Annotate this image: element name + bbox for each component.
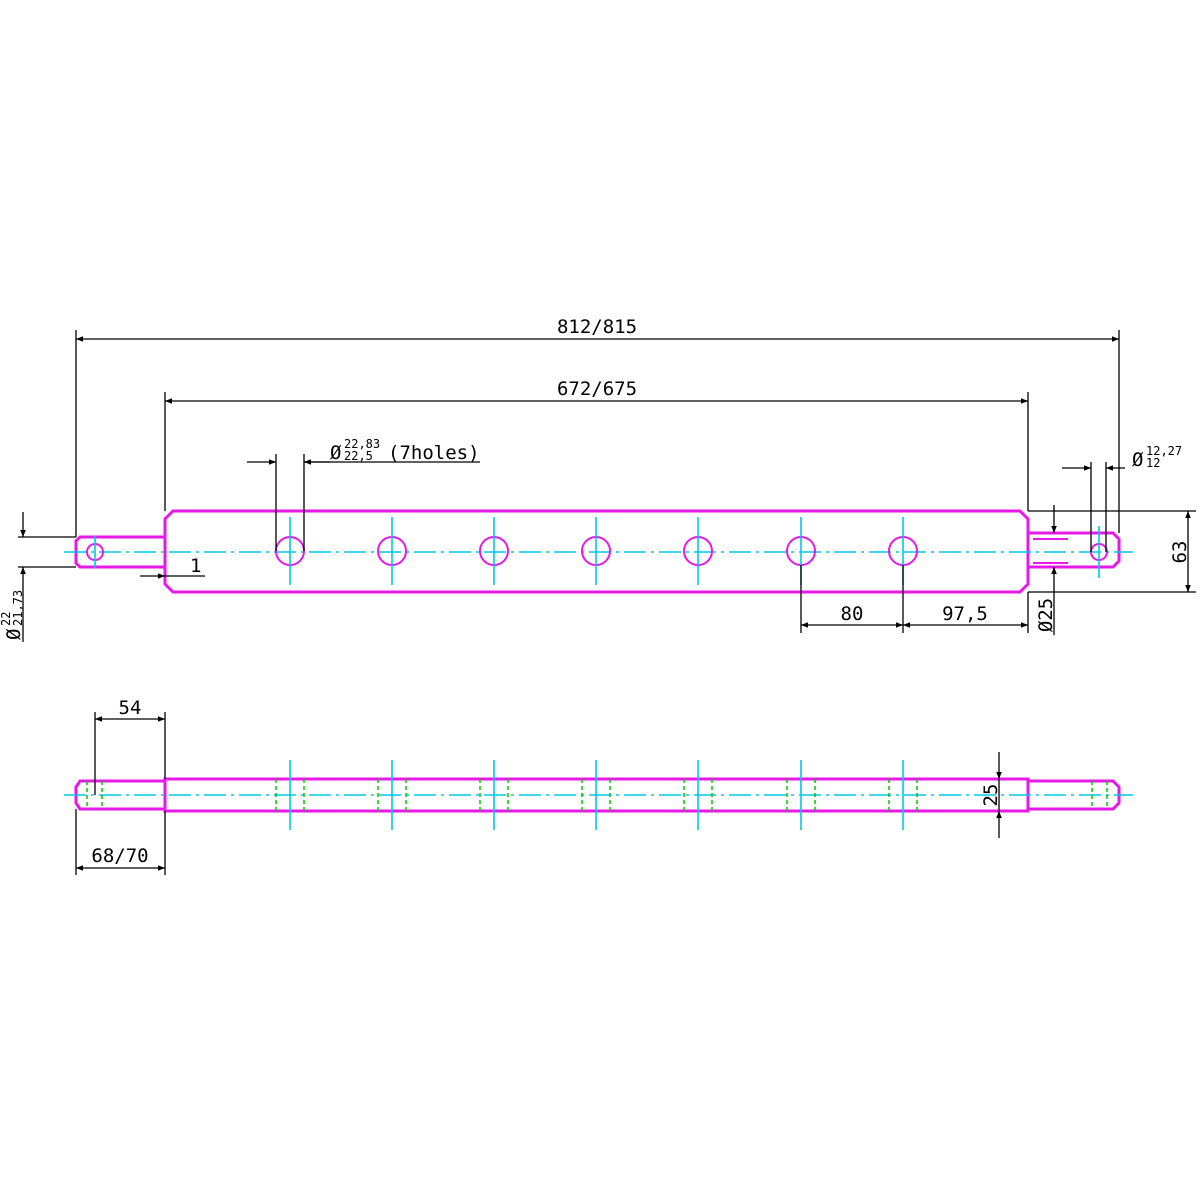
thickness-label: 25 bbox=[980, 784, 1002, 807]
hole-count-note: (7holes) bbox=[388, 442, 480, 464]
small-hole-lower: 12 bbox=[1146, 456, 1160, 470]
hole bbox=[479, 517, 509, 585]
dim-small-hole: Ø 12,27 12 bbox=[1062, 444, 1182, 552]
dim-right-pin: Ø25 bbox=[1035, 505, 1057, 635]
holes bbox=[275, 517, 918, 585]
overall-length-label: 812/815 bbox=[557, 316, 637, 338]
height-label: 63 bbox=[1169, 541, 1191, 564]
hole bbox=[683, 517, 713, 585]
left-pin-lower: 21,73 bbox=[11, 590, 25, 626]
end-hole-offset-label: 97,5 bbox=[942, 603, 988, 625]
top-view: 812/815 672/675 Ø 22,83 22,5 (7holes) bbox=[0, 316, 1196, 642]
hole-diameter-symbol: Ø bbox=[330, 442, 342, 464]
hole-diameter-upper: 22,83 bbox=[344, 437, 380, 451]
hole bbox=[275, 517, 305, 585]
hole bbox=[581, 517, 611, 585]
dim-hole-diameter: Ø 22,83 22,5 (7holes) bbox=[247, 437, 480, 551]
hole-pitch-label: 80 bbox=[841, 603, 864, 625]
hole-diameter-lower: 22,5 bbox=[344, 449, 373, 463]
shoulder-label: 1 bbox=[190, 555, 201, 577]
side-hole-centers bbox=[289, 760, 904, 830]
body-length-label: 672/675 bbox=[557, 378, 637, 400]
side-hidden-holes bbox=[86, 779, 1108, 811]
bar-body-outline bbox=[163, 509, 1030, 594]
side-body-outline bbox=[163, 777, 1030, 813]
dim-thickness: 25 bbox=[980, 752, 1002, 838]
dim-left-pin: Ø 22 21,73 bbox=[0, 512, 76, 642]
dim-pin-length-outer: 68/70 bbox=[75, 809, 166, 875]
dim-hole-pitch: 80 97,5 bbox=[800, 565, 1029, 633]
dim-height: 63 bbox=[1028, 510, 1196, 593]
left-pin-upper: 22 bbox=[0, 612, 13, 626]
side-view: 54 68/70 25 bbox=[64, 697, 1133, 875]
small-hole-symbol: Ø bbox=[1132, 449, 1144, 471]
small-hole-upper: 12,27 bbox=[1146, 444, 1182, 458]
pin-length-inner-label: 54 bbox=[119, 697, 142, 719]
dim-overall-length: 812/815 bbox=[75, 316, 1120, 537]
hole bbox=[377, 517, 407, 585]
dim-shoulder: 1 bbox=[140, 555, 205, 579]
left-pin-symbol: Ø bbox=[3, 628, 25, 640]
dim-body-length: 672/675 bbox=[164, 378, 1029, 511]
dim-pin-length-inner: 54 bbox=[94, 697, 166, 795]
pin-length-outer-label: 68/70 bbox=[91, 845, 148, 867]
right-pin-diameter-label: Ø25 bbox=[1035, 598, 1057, 632]
